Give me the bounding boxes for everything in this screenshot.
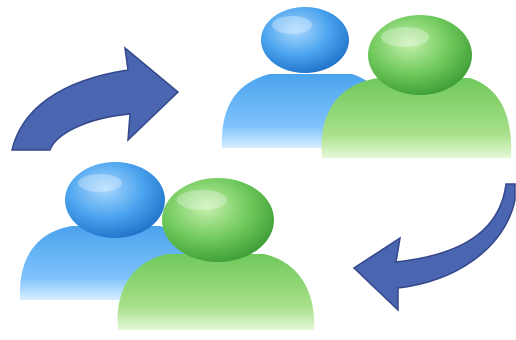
- bottom-right-curved-arrow-icon: [352, 183, 516, 312]
- top-right-user-pair: [221, 7, 512, 158]
- green-user-icon: [117, 178, 315, 330]
- top-left-curved-arrow-icon: [11, 46, 180, 151]
- green-user-icon: [321, 15, 512, 158]
- bottom-left-user-pair: [19, 162, 315, 330]
